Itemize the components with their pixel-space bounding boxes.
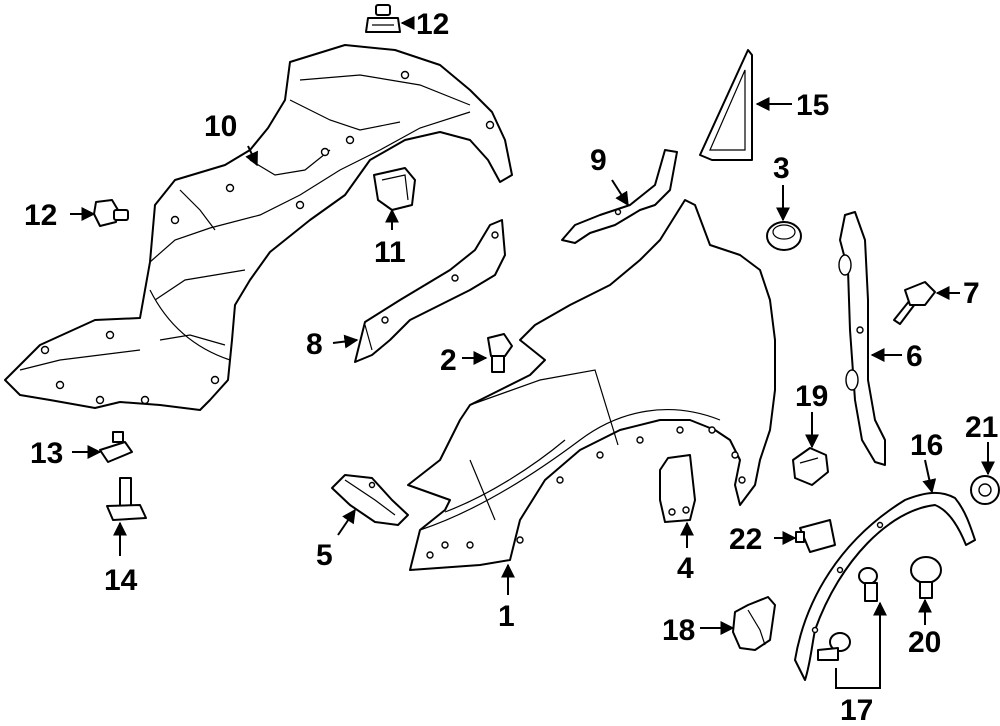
screws-17: [817, 567, 878, 661]
callout-4: 4: [677, 552, 694, 585]
callout-21: 21: [965, 411, 998, 444]
callout-12-top: 12: [416, 8, 449, 41]
grommet-3: [766, 221, 802, 251]
mudguard-18: [732, 596, 776, 651]
clip-19: [792, 447, 829, 486]
callout-12-left: 12: [24, 199, 57, 232]
arch-moulding-16: [794, 492, 976, 681]
clip-14: [106, 477, 147, 521]
reinforcement-4: [659, 454, 696, 523]
bolt-7: [893, 281, 936, 325]
callout-1: 1: [498, 600, 515, 633]
callout-18: 18: [662, 614, 695, 647]
upper-bracket-9: [561, 149, 678, 244]
callout-labels: 12 10 12 11 8 13 14 5 2 9 1 4 15 3 7 6 1…: [24, 8, 998, 726]
callout-20: 20: [908, 626, 941, 659]
rivet-20: [910, 556, 942, 599]
callout-8: 8: [306, 328, 323, 361]
callout-10: 10: [204, 110, 237, 143]
clip-bolt-12-left: [93, 199, 129, 227]
fender-liner-part: [4, 44, 513, 411]
bolt-2: [487, 333, 513, 373]
callout-2: 2: [440, 344, 457, 377]
callout-15: 15: [796, 89, 829, 122]
bracket-clip-11: [373, 167, 416, 211]
callout-16: 16: [910, 429, 943, 462]
callout-14: 14: [104, 564, 138, 597]
callout-6: 6: [906, 340, 923, 373]
clip-22: [795, 519, 836, 553]
callout-19: 19: [795, 380, 828, 413]
clip-bolt-12-top: [365, 4, 401, 33]
callout-11: 11: [374, 236, 406, 269]
garnish-15: [699, 49, 753, 161]
callout-13: 13: [30, 437, 63, 470]
callout-9: 9: [590, 144, 607, 177]
callout-17: 17: [840, 694, 873, 726]
bracket-5: [331, 474, 409, 526]
callout-5: 5: [316, 539, 333, 572]
callout-22: 22: [729, 523, 762, 556]
seal-bracket-8: [354, 219, 506, 363]
clip-nut-13: [99, 431, 133, 463]
nut-21: [970, 475, 1000, 505]
front-fender-1: [407, 199, 776, 571]
callout-3: 3: [773, 152, 790, 185]
leader-lines: [70, 16, 995, 689]
side-seal-6: [838, 211, 886, 466]
callout-7: 7: [963, 277, 980, 310]
